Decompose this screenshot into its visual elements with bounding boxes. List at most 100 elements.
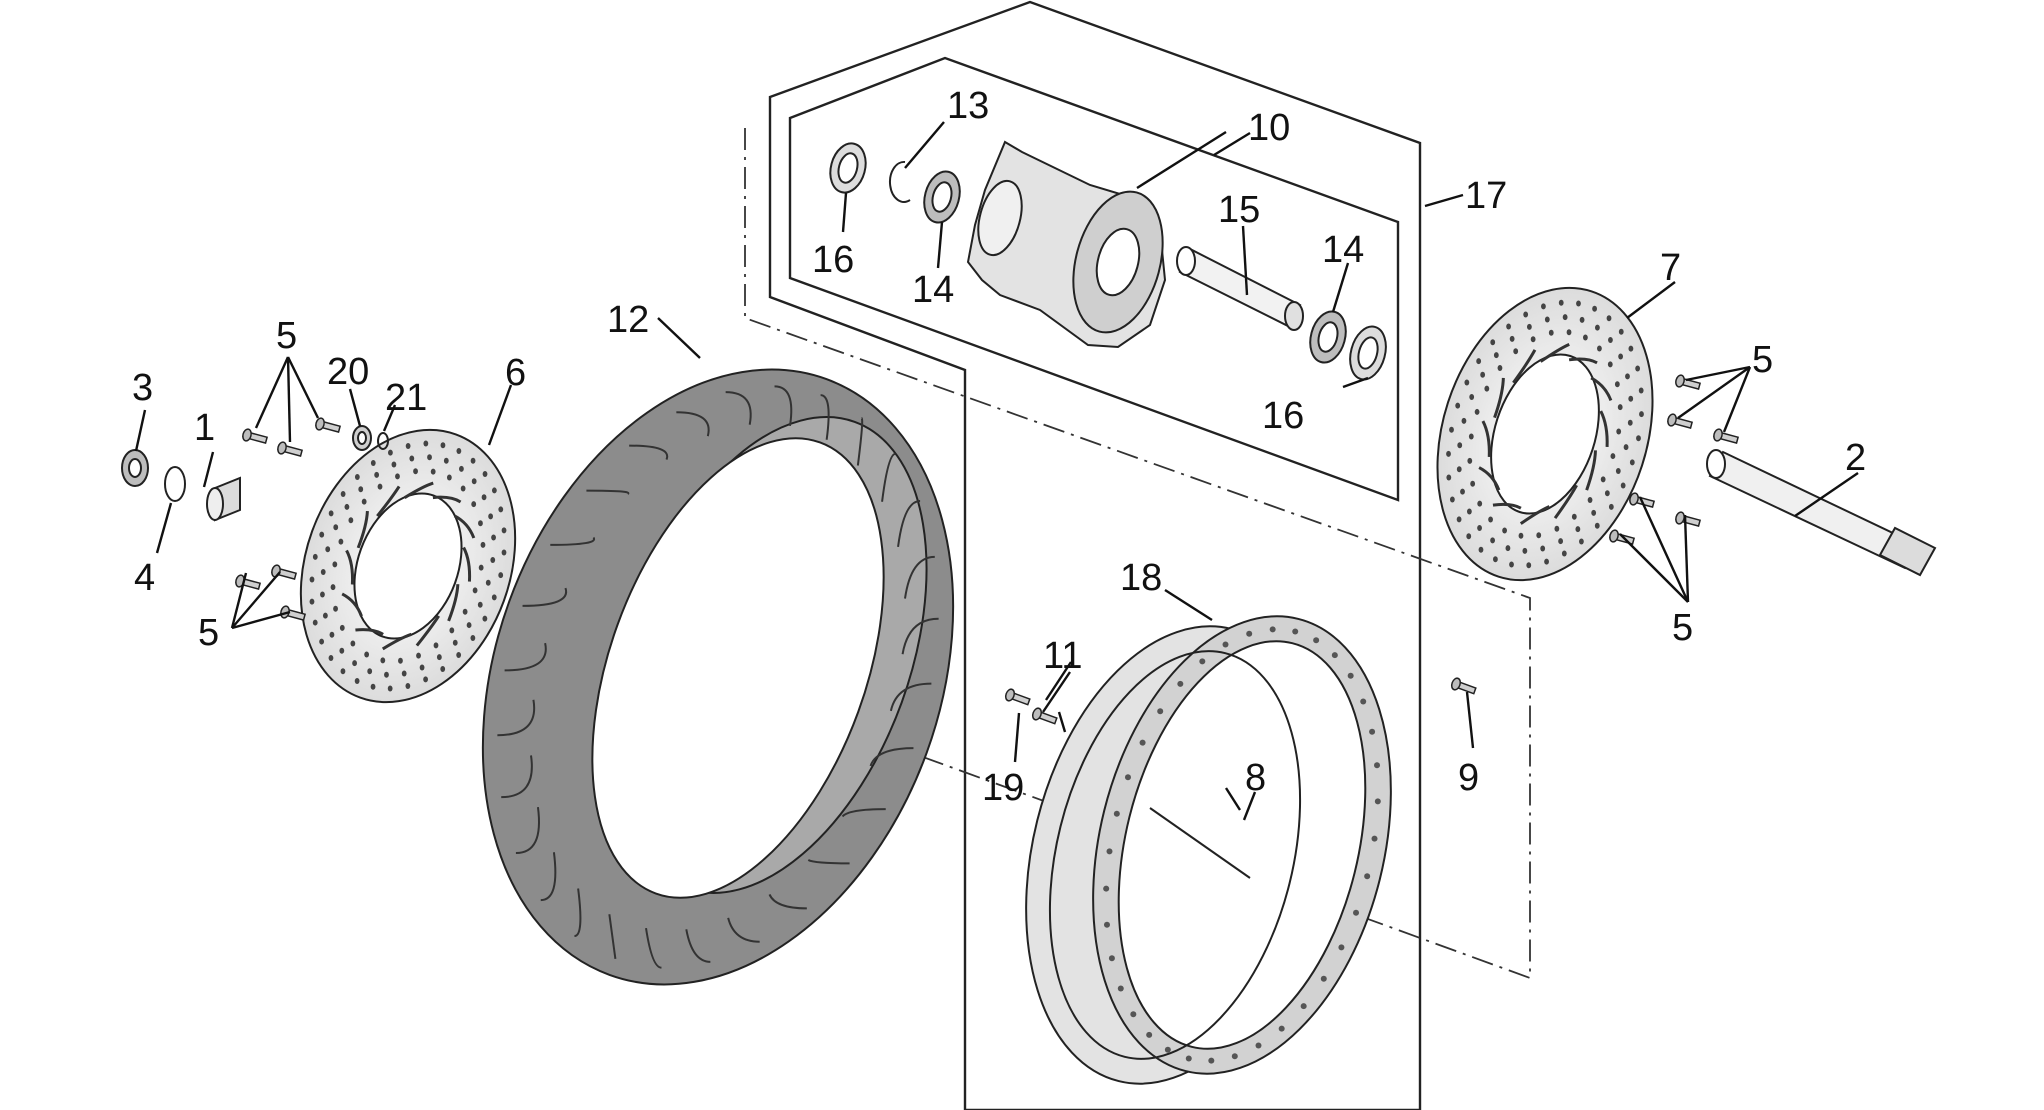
disc-vent-hole <box>1466 508 1472 515</box>
callout-14-right: 14 <box>1322 229 1364 271</box>
disc-vent-hole <box>1618 328 1624 335</box>
callout-1: 1 <box>194 407 215 449</box>
disc-vent-hole <box>440 442 446 449</box>
spacer-1 <box>206 476 241 522</box>
disc-vent-hole <box>405 682 411 689</box>
tread-groove <box>820 394 830 440</box>
disc-vent-hole <box>333 524 339 531</box>
tread-groove <box>856 416 864 466</box>
rim-spoke-hole <box>1246 630 1253 637</box>
disc-vent-hole <box>423 676 428 683</box>
callout-6: 6 <box>505 352 526 394</box>
rim-spoke-hole <box>1364 873 1371 880</box>
callout-3: 3 <box>132 367 153 409</box>
disc-vent-hole <box>1604 490 1610 497</box>
disc-vent-hole <box>309 598 315 605</box>
callout-10: 10 <box>1248 107 1290 149</box>
disc-vent-hole <box>354 473 360 480</box>
washer-4 <box>164 466 186 502</box>
disc-vent-hole <box>482 471 488 478</box>
disc-vent-hole <box>470 457 476 464</box>
disc-vent-hole <box>1579 316 1585 323</box>
callout-16-right: 16 <box>1262 395 1304 437</box>
disc-vent-hole <box>374 471 380 478</box>
disc-vent-hole <box>1456 466 1462 473</box>
disc-vent-hole <box>1554 525 1560 532</box>
disc-vent-hole <box>1629 459 1635 466</box>
callout-5-right-upper: 5 <box>1752 339 1773 381</box>
rim-spoke-hole <box>1157 708 1164 715</box>
disc-vent-hole <box>1488 516 1493 523</box>
disc-vent-hole <box>477 601 483 608</box>
disc-vent-hole <box>1490 537 1495 544</box>
disc-vent-hole <box>436 654 442 661</box>
disc-vent-hole <box>401 670 407 677</box>
disc-slot <box>432 495 462 504</box>
disc-vent-hole <box>1541 303 1546 310</box>
tread-groove <box>774 385 793 427</box>
rim-spoke-hole <box>1124 774 1131 781</box>
disc-vent-hole <box>1513 348 1519 355</box>
leader-lines <box>134 121 1859 821</box>
disc-vent-hole <box>1446 450 1451 457</box>
disc-vent-hole <box>384 671 389 678</box>
disc-slot <box>1492 502 1522 510</box>
disc-vent-hole <box>1449 426 1454 433</box>
tread-groove <box>497 699 536 737</box>
disc-slot <box>1512 349 1537 384</box>
disc-vent-hole <box>1480 371 1486 378</box>
disc-vent-hole <box>1457 442 1463 449</box>
disc-vent-hole <box>427 454 432 461</box>
disc-vent-hole <box>470 635 476 642</box>
disc-vent-hole <box>328 510 334 517</box>
disc-vent-hole <box>1455 402 1461 409</box>
disc-vent-hole <box>320 591 325 598</box>
rim-spoke-hole <box>1177 680 1184 687</box>
tread-groove <box>901 617 939 655</box>
rim-spoke-hole <box>1369 728 1376 735</box>
bush-20 <box>352 425 372 451</box>
disc-vent-hole <box>1576 300 1581 307</box>
disc-vent-hole <box>338 538 344 545</box>
disc-vent-hole <box>1636 435 1641 442</box>
tread-groove <box>904 555 935 599</box>
disc-vent-hole <box>1623 444 1629 451</box>
disc-vent-hole <box>1607 361 1613 368</box>
disc-vent-hole <box>423 440 429 447</box>
disc-vent-hole <box>1625 373 1630 380</box>
disc-vent-hole <box>1544 558 1549 565</box>
disc-vent-hole <box>380 657 386 664</box>
callout-8: 8 <box>1245 757 1266 799</box>
rim-spoke-hole <box>1106 848 1113 855</box>
disc-vent-hole <box>370 683 376 690</box>
disc-vent-hole <box>395 473 400 480</box>
disc-slot <box>403 481 434 499</box>
disc-slot <box>1553 484 1578 520</box>
disc-vent-hole <box>1575 526 1581 533</box>
disc-vent-hole <box>391 461 397 468</box>
callout-5-right-lower: 5 <box>1672 607 1693 649</box>
callout-labels: 1 2 3 4 5 5 5 5 6 7 8 9 10 11 12 13 14 1… <box>132 85 1866 809</box>
disc-vent-hole <box>405 443 411 450</box>
disc-vent-hole <box>328 654 334 661</box>
wheel-axle <box>1706 449 1937 577</box>
disc-vent-hole <box>329 631 335 638</box>
disc-vent-hole <box>1478 546 1484 553</box>
disc-vent-hole <box>1536 532 1542 539</box>
disc-slot <box>1519 505 1550 525</box>
seal-ring-16-right <box>1349 325 1387 381</box>
callout-19: 19 <box>982 767 1024 809</box>
disc-vent-hole <box>1509 335 1515 342</box>
bearing-14-left <box>923 170 961 224</box>
disc-vent-hole <box>352 660 357 667</box>
disc-vent-hole <box>1558 299 1564 306</box>
disc-vent-hole <box>1627 419 1633 426</box>
disc-vent-hole <box>1628 395 1634 402</box>
disc-vent-hole <box>312 553 318 560</box>
disc-vent-hole <box>370 460 376 467</box>
tread-groove <box>869 747 914 767</box>
disc-vent-hole <box>1548 329 1554 336</box>
disc-vent-hole <box>388 449 393 456</box>
